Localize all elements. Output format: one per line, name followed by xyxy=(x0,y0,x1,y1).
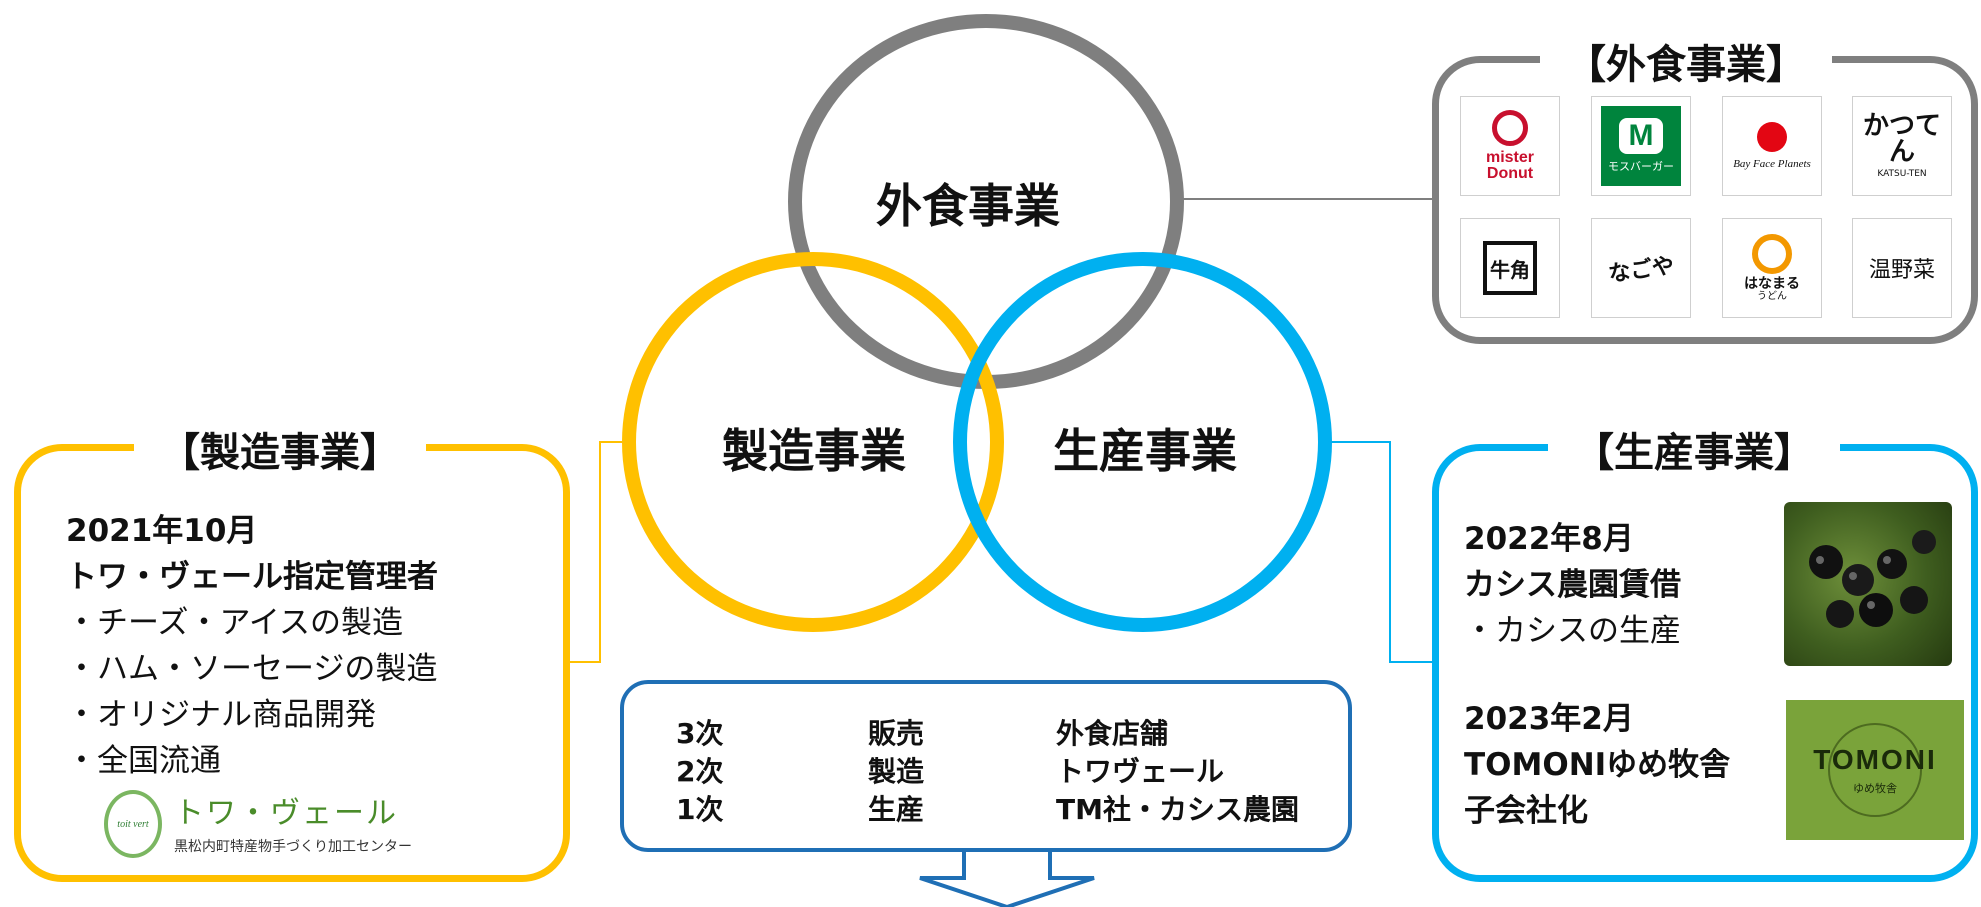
circle-label-seizou: 製造事業 xyxy=(722,424,906,478)
logo-mister-donut-text: mister Donut xyxy=(1485,149,1535,182)
seisan-entry-2-date: 2023年2月 xyxy=(1464,701,1634,737)
industry-level: 3次 xyxy=(676,717,724,750)
seizou-headline: トワ・ヴェール指定管理者 xyxy=(66,559,438,595)
blackcurrant-photo xyxy=(1784,502,1952,666)
industry-table-box xyxy=(620,680,1352,852)
logo-mister-donut: mister Donut xyxy=(1460,96,1560,196)
logo-katsu-ten-text: かつてん xyxy=(1862,111,1941,167)
logo-hanamaru-text: はなまる xyxy=(1744,275,1800,292)
circle-label-seisan: 生産事業 xyxy=(1053,424,1237,478)
seisan-entry-1: 2022年8月 カシス農園賃借 ・カシスの生産 xyxy=(1464,516,1681,654)
logo-katsu-ten: かつてん KATSU-TEN xyxy=(1852,96,1952,196)
logo-mos-burger: M モスバーガー xyxy=(1591,96,1691,196)
industry-activity: 生産 xyxy=(868,793,925,826)
seizou-box-content: 2021年10月 トワ・ヴェール指定管理者 ・チーズ・アイスの製造 ・ハム・ソー… xyxy=(66,508,438,784)
industry-entity: 外食店舗 xyxy=(1056,717,1169,750)
logo-hanamaru-sub: うどん xyxy=(1757,290,1787,302)
logo-nagoya: なごや xyxy=(1591,218,1691,318)
toit-vert-logo: toit vert トワ・ヴェール 黒松内町特産物手づくり加工センター xyxy=(100,788,440,864)
logo-onyasai-text: 温野菜 xyxy=(1868,258,1935,283)
circle-label-gaishoku: 外食事業 xyxy=(876,179,1060,233)
seizou-item: ・ハム・ソーセージの製造 xyxy=(66,651,438,687)
toit-vert-emblem: toit vert xyxy=(104,790,162,858)
blackcurrant-berries xyxy=(1809,530,1936,628)
logo-bay-face-planets: Bay Face Planets xyxy=(1722,96,1822,196)
logo-hanamaru: はなまる うどん xyxy=(1722,218,1822,318)
industry-entity: トワヴェール xyxy=(1056,755,1225,788)
logo-onyasai: 温野菜 xyxy=(1852,218,1952,318)
seisan-entry-1-headline: カシス農園賃借 xyxy=(1464,567,1681,603)
logo-katsu-ten-sub: KATSU-TEN xyxy=(1877,169,1927,179)
seizou-date: 2021年10月 xyxy=(66,513,258,549)
industry-entity: TM社・カシス農園 xyxy=(1056,793,1299,826)
tomoni-logo-text: TOMONI xyxy=(1813,744,1937,775)
seisan-entry-2-line1: TOMONIゆめ牧舎 xyxy=(1464,747,1731,783)
logo-bay-face-text: Bay Face Planets xyxy=(1733,158,1811,170)
seizou-item: ・オリジナル商品開発 xyxy=(66,697,376,733)
seizou-item: ・チーズ・アイスの製造 xyxy=(66,605,403,641)
industry-activity: 販売 xyxy=(868,717,925,750)
seisan-entry-2: 2023年2月 TOMONIゆめ牧舎 子会社化 xyxy=(1464,696,1730,834)
tomoni-logo-sub: ゆめ牧舎 xyxy=(1853,782,1897,795)
industry-activity: 製造 xyxy=(868,755,925,788)
connector-seisan xyxy=(1326,441,1432,663)
toit-vert-subtitle: 黒松内町特産物手づくり加工センター xyxy=(174,839,412,855)
seizou-box-title: 【製造事業】 xyxy=(134,420,426,478)
logo-mos-text: モスバーガー xyxy=(1608,160,1674,173)
tomoni-logo: TOMONI ゆめ牧舎 xyxy=(1786,700,1964,840)
seizou-item: ・全国流通 xyxy=(66,743,221,779)
seisan-entry-2-line2: 子会社化 xyxy=(1464,793,1588,829)
logo-nagoya-text: なごや xyxy=(1606,252,1676,288)
down-arrow xyxy=(919,848,1095,907)
seisan-entry-1-item: ・カシスの生産 xyxy=(1464,613,1681,649)
gaishoku-box-title: 【外食事業】 xyxy=(1540,32,1832,90)
seisan-box-title: 【生産事業】 xyxy=(1548,420,1840,478)
connector-seizou xyxy=(570,441,622,663)
seisan-entry-1-date: 2022年8月 xyxy=(1464,521,1634,557)
industry-level: 2次 xyxy=(676,755,724,788)
industry-level: 1次 xyxy=(676,793,724,826)
logo-gyukaku: 牛角 xyxy=(1460,218,1560,318)
toit-vert-name: トワ・ヴェール xyxy=(174,796,398,831)
logo-gyukaku-text: 牛角 xyxy=(1483,241,1537,295)
